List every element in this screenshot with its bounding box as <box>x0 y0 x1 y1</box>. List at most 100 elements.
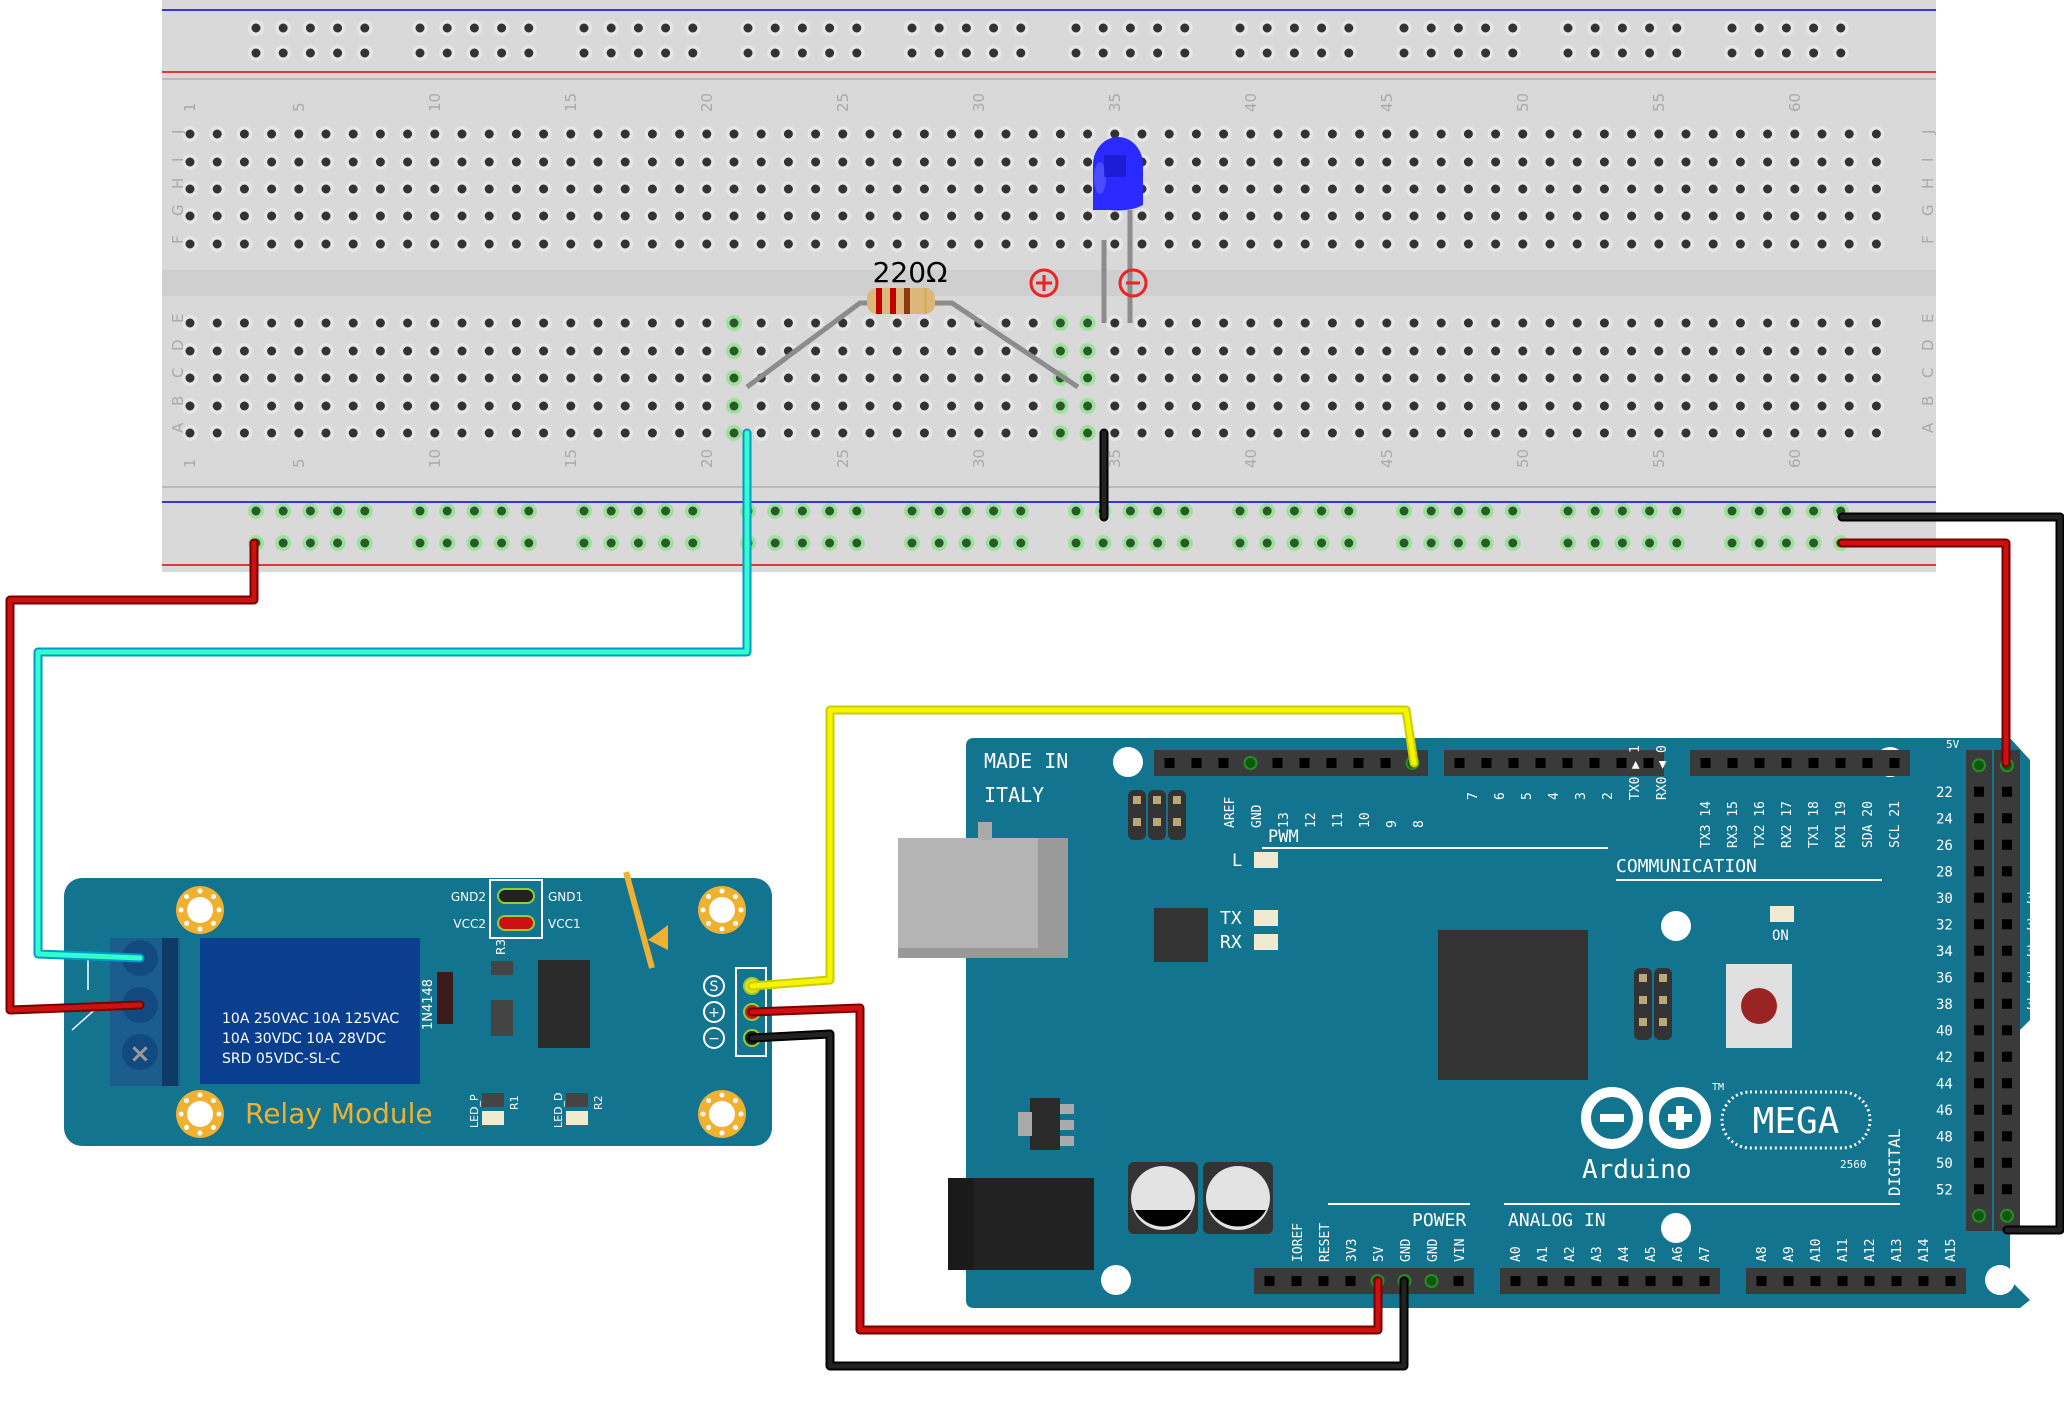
breadboard-hole[interactable] <box>1378 154 1395 170</box>
rail-hole[interactable] <box>1423 503 1440 519</box>
breadboard-hole[interactable] <box>617 343 634 359</box>
breadboard-hole[interactable] <box>1460 126 1477 142</box>
breadboard-hole[interactable] <box>1052 425 1069 441</box>
breadboard-hole[interactable] <box>671 154 688 170</box>
breadboard-hole[interactable] <box>345 425 362 441</box>
breadboard-hole[interactable] <box>508 126 525 142</box>
breadboard-hole[interactable] <box>454 370 470 386</box>
rail-hole[interactable] <box>958 20 975 36</box>
breadboard-hole[interactable] <box>263 425 280 441</box>
rail-hole[interactable] <box>1450 535 1467 551</box>
breadboard-hole[interactable] <box>1324 370 1341 386</box>
breadboard-hole[interactable] <box>726 154 742 170</box>
breadboard-hole[interactable] <box>1134 398 1150 414</box>
breadboard-hole[interactable] <box>1079 181 1096 197</box>
header-pin[interactable] <box>1974 945 1984 956</box>
breadboard-hole[interactable] <box>290 208 307 224</box>
breadboard-hole[interactable] <box>753 398 770 414</box>
breadboard-hole[interactable] <box>617 425 634 441</box>
header-pin[interactable] <box>1537 1276 1548 1286</box>
breadboard-hole[interactable] <box>1732 315 1749 331</box>
breadboard-hole[interactable] <box>508 208 525 224</box>
breadboard-hole[interactable] <box>943 315 960 331</box>
breadboard-hole[interactable] <box>318 181 334 197</box>
rail-hole[interactable] <box>1724 535 1740 551</box>
breadboard-hole[interactable] <box>1297 398 1314 414</box>
breadboard-hole[interactable] <box>1215 425 1232 441</box>
rail-hole[interactable] <box>1477 503 1494 519</box>
breadboard-hole[interactable] <box>726 315 742 331</box>
breadboard-hole[interactable] <box>889 181 906 197</box>
header-pin[interactable] <box>1672 1276 1683 1286</box>
breadboard-hole[interactable] <box>943 126 960 142</box>
rail-hole[interactable] <box>1122 20 1139 36</box>
breadboard-hole[interactable] <box>590 315 606 331</box>
breadboard-hole[interactable] <box>1324 181 1341 197</box>
breadboard-hole[interactable] <box>1514 425 1531 441</box>
breadboard-hole[interactable] <box>1270 398 1286 414</box>
breadboard-hole[interactable] <box>1161 425 1178 441</box>
breadboard-hole[interactable] <box>426 425 443 441</box>
breadboard-hole[interactable] <box>399 236 416 252</box>
breadboard-hole[interactable] <box>263 343 280 359</box>
breadboard-hole[interactable] <box>1242 398 1259 414</box>
breadboard-hole[interactable] <box>318 425 334 441</box>
breadboard-hole[interactable] <box>1351 315 1368 331</box>
breadboard-hole[interactable] <box>372 370 389 386</box>
breadboard-hole[interactable] <box>1297 126 1314 142</box>
breadboard-hole[interactable] <box>1378 126 1395 142</box>
breadboard-hole[interactable] <box>1242 236 1259 252</box>
breadboard-hole[interactable] <box>698 398 715 414</box>
breadboard-hole[interactable] <box>1406 370 1422 386</box>
rail-hole[interactable] <box>1423 535 1440 551</box>
rail-hole[interactable] <box>794 45 811 61</box>
rail-hole[interactable] <box>1778 535 1795 551</box>
breadboard-hole[interactable] <box>1514 208 1531 224</box>
breadboard-hole[interactable] <box>1678 398 1694 414</box>
breadboard-hole[interactable] <box>889 343 906 359</box>
breadboard-hole[interactable] <box>590 425 606 441</box>
breadboard-hole[interactable] <box>562 154 579 170</box>
breadboard-hole[interactable] <box>1433 315 1450 331</box>
breadboard-hole[interactable] <box>535 398 552 414</box>
header-pin[interactable] <box>1453 1276 1464 1286</box>
header-pin[interactable] <box>1974 972 1984 983</box>
breadboard-hole[interactable] <box>535 425 552 441</box>
breadboard-hole[interactable] <box>671 398 688 414</box>
breadboard-hole[interactable] <box>236 425 253 441</box>
breadboard-hole[interactable] <box>1732 208 1749 224</box>
breadboard-hole[interactable] <box>1106 315 1123 331</box>
rail-hole[interactable] <box>1149 503 1166 519</box>
breadboard-hole[interactable] <box>1161 126 1178 142</box>
breadboard-hole[interactable] <box>318 398 334 414</box>
breadboard-hole[interactable] <box>1650 236 1667 252</box>
breadboard-hole[interactable] <box>1705 398 1722 414</box>
breadboard-hole[interactable] <box>263 208 280 224</box>
rail-hole[interactable] <box>767 503 784 519</box>
vcc-jumper[interactable] <box>497 915 535 931</box>
breadboard-hole[interactable] <box>1705 425 1722 441</box>
breadboard-hole[interactable] <box>590 370 606 386</box>
rail-hole[interactable] <box>1614 503 1631 519</box>
breadboard-hole[interactable] <box>508 398 525 414</box>
header-pin[interactable] <box>2002 813 2012 824</box>
breadboard-hole[interactable] <box>1079 425 1096 441</box>
breadboard-hole[interactable] <box>1378 425 1395 441</box>
breadboard-hole[interactable] <box>644 315 661 331</box>
breadboard-hole[interactable] <box>236 126 253 142</box>
breadboard-hole[interactable] <box>399 181 416 197</box>
breadboard-hole[interactable] <box>318 154 334 170</box>
breadboard-hole[interactable] <box>1406 126 1422 142</box>
breadboard-hole[interactable] <box>1623 398 1640 414</box>
rail-hole[interactable] <box>1560 20 1576 36</box>
rail-hole[interactable] <box>985 503 1002 519</box>
breadboard-hole[interactable] <box>508 343 525 359</box>
breadboard-hole[interactable] <box>318 315 334 331</box>
breadboard-hole[interactable] <box>1705 208 1722 224</box>
breadboard-hole[interactable] <box>290 370 307 386</box>
rail-hole[interactable] <box>1778 503 1795 519</box>
breadboard-hole[interactable] <box>1678 126 1694 142</box>
breadboard-hole[interactable] <box>1378 315 1395 331</box>
breadboard-hole[interactable] <box>1569 126 1586 142</box>
breadboard-hole[interactable] <box>209 236 226 252</box>
